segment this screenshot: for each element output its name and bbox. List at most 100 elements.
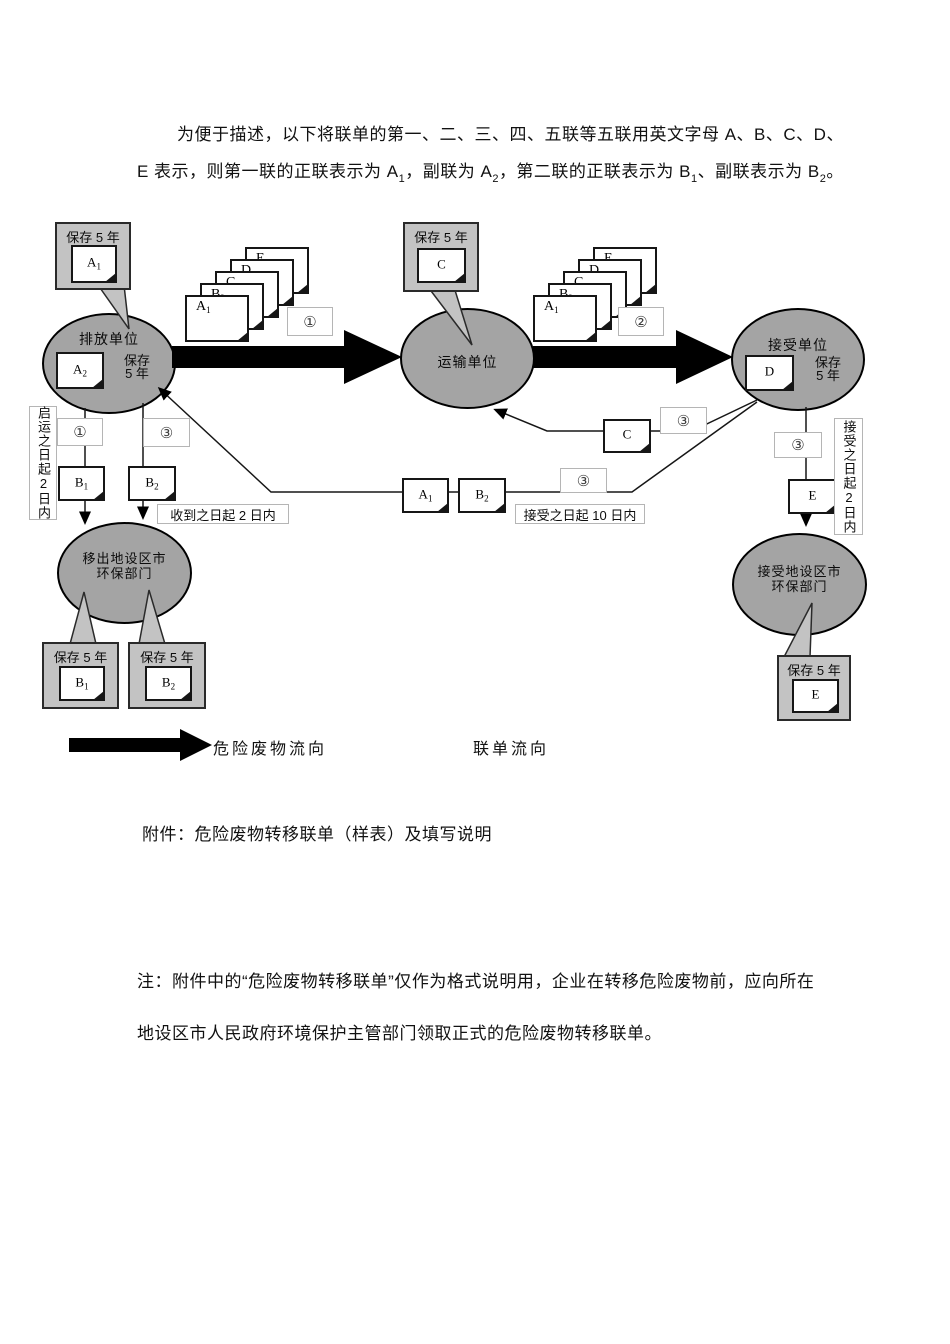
callout-tail xyxy=(782,602,813,658)
doc-label: B xyxy=(211,287,220,302)
step-marker-1-stack1: ① xyxy=(287,307,333,336)
epa-line: 移出地设区市 xyxy=(82,551,167,566)
doc-label-sub: 2 xyxy=(154,481,159,492)
doc-label: E xyxy=(808,487,817,503)
node-receiver-label: 接受单位 xyxy=(768,337,828,353)
doc-label: D xyxy=(241,263,251,278)
callout-dest-epa-keep: 保存 5 年 E xyxy=(777,655,851,721)
doc-label: B xyxy=(145,474,155,490)
doc-label: E xyxy=(256,251,265,266)
doc-label: C xyxy=(574,275,583,290)
subscript: 2 xyxy=(819,173,827,185)
keep-line: 保存 xyxy=(123,353,150,368)
doc-a2: A2 xyxy=(56,352,104,389)
callout-transporter-keep: 保存 5 年 C xyxy=(403,222,479,292)
waste-flow-arrow-1 xyxy=(172,330,402,384)
waste-flow-arrow-2 xyxy=(533,330,733,384)
doc-e: E xyxy=(792,679,839,713)
doc-label-sub: 2 xyxy=(484,493,489,504)
keep-title: 保存 5 年 xyxy=(787,663,841,678)
time-label-received-2days: 收到之日起 2 日内 xyxy=(157,504,289,524)
flow-doc-b2-return: B2 xyxy=(458,478,506,513)
node-transporter-label: 运输单位 xyxy=(437,354,498,370)
doc-label: B xyxy=(559,287,568,302)
subscript: 1 xyxy=(398,173,406,185)
keep-title: 保存 5 年 xyxy=(414,230,468,245)
intro-line2-seg: 。 xyxy=(826,162,844,181)
callout-generator-keep: 保存 5 年 A1 xyxy=(55,222,131,290)
doc-label: D xyxy=(764,363,775,379)
step-marker-3-c-return: ③ xyxy=(660,407,707,434)
epa-line: 环保部门 xyxy=(96,566,153,581)
doc-label: E xyxy=(604,251,613,266)
intro-line2-seg: 、副联表示为 B xyxy=(697,162,820,181)
step-marker-2-stack2: ② xyxy=(618,307,664,336)
doc-label: C xyxy=(437,256,446,272)
node-generator-label: 排放单位 xyxy=(79,331,139,347)
doc-label: E xyxy=(811,686,820,702)
doc-label: B xyxy=(161,674,171,690)
node-receiver-keep: 保存 5 年 xyxy=(807,356,849,382)
doc-label-sub: 2 xyxy=(170,681,176,692)
doc-label: A xyxy=(196,299,207,314)
step-marker-1-b1: ① xyxy=(57,418,103,446)
flow-doc-b1: B1 xyxy=(58,466,105,501)
intro-line-2: E 表示，则第一联的正联表示为 A1，副联为 A2，第二联的正联表示为 B1、副… xyxy=(137,157,844,185)
doc-a1: A1 xyxy=(71,245,117,283)
doc-label: A xyxy=(418,486,428,502)
keep-line: 5 年 xyxy=(125,366,149,381)
doc-label: B xyxy=(75,674,85,690)
callout-tail xyxy=(69,591,97,645)
keep-line: 5 年 xyxy=(816,368,840,383)
doc-label-sub: 1 xyxy=(96,261,101,272)
epa-line: 接受地设区市 xyxy=(757,564,842,579)
doc-label: C xyxy=(226,275,235,290)
step-marker-3-e: ③ xyxy=(774,432,822,458)
epa-line: 环保部门 xyxy=(771,579,828,594)
doc-label-sub: 1 xyxy=(427,493,433,504)
callout-tail xyxy=(138,589,167,645)
callout-origin-epa-keep-b1: 保存 5 年 B1 xyxy=(42,642,119,709)
node-transporter: 运输单位 xyxy=(400,308,535,409)
callout-origin-epa-keep-b2: 保存 5 年 B2 xyxy=(128,642,206,709)
keep-title: 保存 5 年 xyxy=(140,650,194,665)
intro-line-1: 为便于描述，以下将联单的第一、二、三、四、五联等五联用英文字母 A、B、C、D、 xyxy=(177,125,844,144)
intro-line2-seg: E 表示，则第一联的正联表示为 A xyxy=(137,162,399,181)
keep-title: 保存 5 年 xyxy=(53,650,108,665)
subscript: 2 xyxy=(492,173,499,185)
doc-c: C xyxy=(417,248,466,283)
doc-label: A xyxy=(544,299,555,314)
flow-doc-a1: A1 xyxy=(402,478,449,513)
intro-line2-seg: ，第二联的正联表示为 B xyxy=(498,162,691,181)
time-label-accepted-10days: 接受之日起 10 日内 xyxy=(515,504,645,524)
manifest-line-a1b2-return xyxy=(157,386,758,493)
legend-manifest-flow-label: 联单流向 xyxy=(473,741,550,758)
keep-title: 保存 5 年 xyxy=(66,230,120,245)
stack1-doc-a1: A1 xyxy=(185,295,249,342)
keep-line: 保存 xyxy=(814,355,841,370)
doc-label-sub: 2 xyxy=(82,368,87,379)
subscript: 1 xyxy=(691,173,698,185)
doc-label: A xyxy=(73,361,83,377)
step-marker-3-a1b2-return: ③ xyxy=(560,468,607,493)
doc-label: A xyxy=(87,254,97,270)
flow-doc-c: C xyxy=(603,419,651,453)
node-generator-keep: 保存 5 年 xyxy=(116,354,158,380)
note-line-1: 注：附件中的“危险废物转移联单”仅作为格式说明用，企业在转移危险废物前，应向所在 xyxy=(137,972,815,991)
flow-doc-e: E xyxy=(788,479,837,514)
time-label-dispatch-2days: 启运之日起2日内 xyxy=(29,406,57,520)
note-line-2: 地设区市人民政府环境保护主管部门领取正式的危险废物转移联单。 xyxy=(137,1024,662,1043)
legend-waste-arrow xyxy=(69,729,212,761)
doc-label-sub: 1 xyxy=(83,481,89,492)
legend-hazard-flow-label: 危险废物流向 xyxy=(213,741,328,758)
doc-label-sub: 1 xyxy=(554,305,559,315)
node-dest-epa: 接受地设区市 环保部门 xyxy=(732,533,867,636)
doc-label-sub: 1 xyxy=(206,305,211,315)
doc-b2: B2 xyxy=(145,666,192,701)
doc-label-sub: 1 xyxy=(84,681,89,692)
node-dest-epa-label: 接受地设区市 环保部门 xyxy=(734,564,865,594)
stack2-doc-a1: A1 xyxy=(533,295,597,342)
callout-tail xyxy=(96,284,130,330)
